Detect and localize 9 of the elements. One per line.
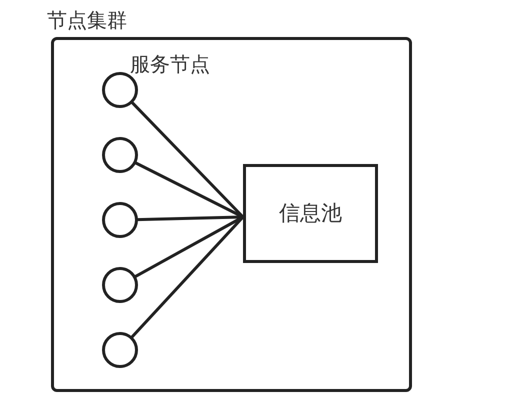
circle-node xyxy=(102,137,138,173)
circle-node xyxy=(102,332,138,368)
circle-node xyxy=(102,202,138,238)
process-box: 信息池 xyxy=(243,164,378,263)
circle-node xyxy=(102,267,138,303)
node-label: 服务节点 xyxy=(130,53,210,77)
group-title: 节点集群 xyxy=(47,9,127,33)
connector-line xyxy=(130,216,244,338)
circle-node xyxy=(102,72,138,108)
